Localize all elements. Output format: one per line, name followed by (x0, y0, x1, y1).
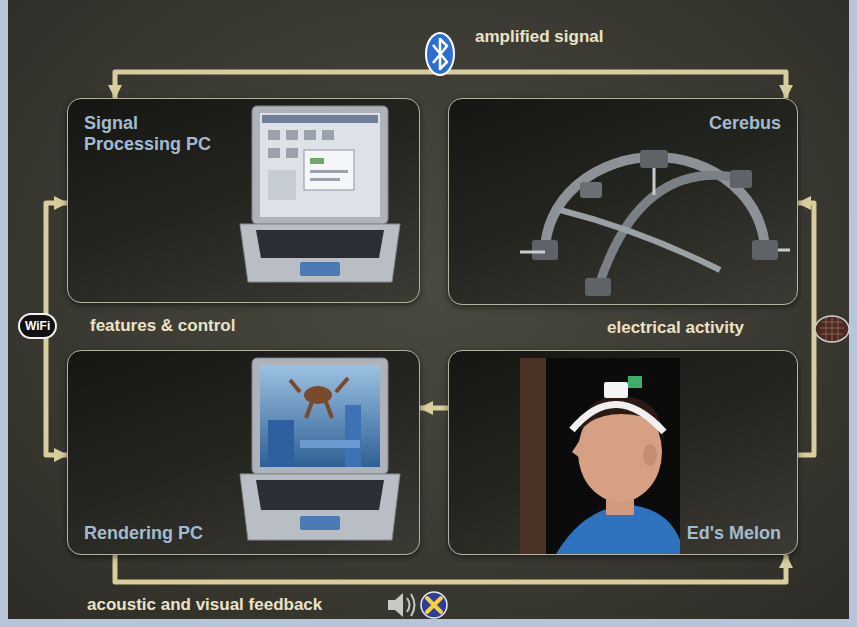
flow-arrow (115, 72, 786, 98)
wifi-logo-label: WiFi (18, 313, 57, 339)
edge-label: features & control (90, 316, 235, 336)
laptop-illustration (240, 358, 400, 540)
x-game-icon (421, 592, 447, 618)
laptop-illustration (240, 106, 400, 282)
panel-title: Rendering PC (84, 523, 203, 544)
flow-arrow (115, 555, 786, 582)
edge-label: acoustic and visual feedback (87, 595, 322, 615)
panel-title: Cerebus (709, 113, 781, 134)
person-photo-illustration (520, 358, 680, 554)
panel-title: Signal Processing PC (84, 113, 224, 155)
flow-arrow (420, 406, 448, 411)
headset-device-illustration (520, 150, 790, 296)
flow-arrow (798, 203, 814, 455)
edge-label: electrical activity (607, 318, 744, 338)
panel-title: Ed's Melon (687, 523, 781, 544)
bluetooth-icon (426, 33, 454, 75)
speaker-icon (388, 593, 415, 617)
edge-label: amplified signal (475, 27, 603, 47)
electrode-array-icon (815, 316, 849, 342)
